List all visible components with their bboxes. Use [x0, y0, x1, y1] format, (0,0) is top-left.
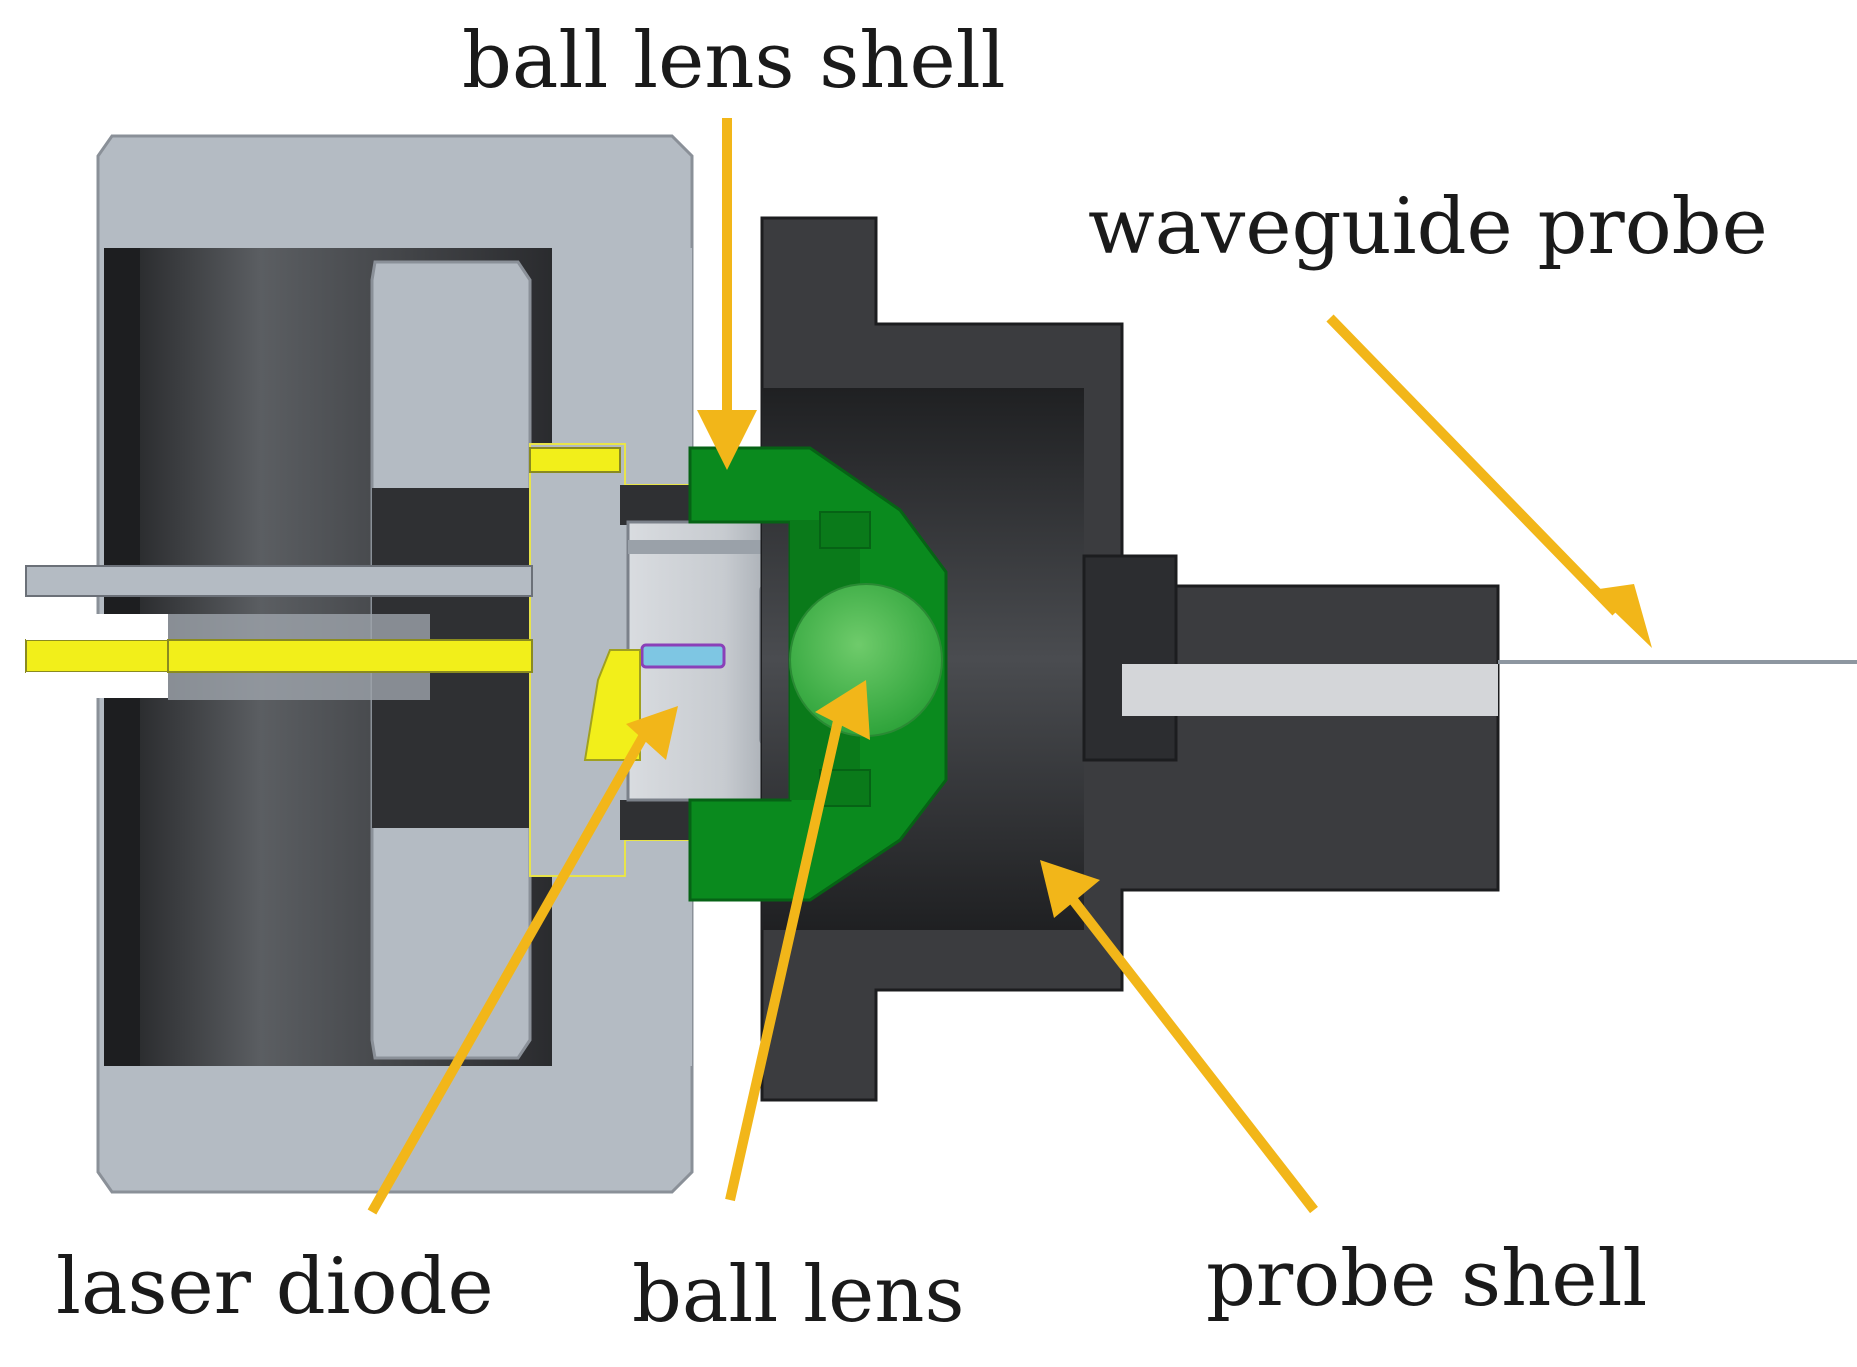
- arrow-ball-lens: [725, 680, 870, 1202]
- arrow-laser-diode: [367, 706, 678, 1215]
- label-waveguide-probe: waveguide probe: [1088, 182, 1768, 272]
- arrow-probe-shell: [1040, 860, 1318, 1214]
- label-probe-shell: probe shell: [1206, 1234, 1648, 1324]
- label-ball-lens-shell: ball lens shell: [462, 16, 1006, 106]
- arrow-waveguide-probe: [1326, 314, 1652, 648]
- label-ball-lens: ball lens: [632, 1250, 965, 1340]
- label-laser-diode: laser diode: [56, 1242, 494, 1332]
- annotation-arrows: [367, 118, 1652, 1215]
- laser-diode-leads: [25, 565, 533, 700]
- arrow-ball-lens-shell: [697, 118, 757, 470]
